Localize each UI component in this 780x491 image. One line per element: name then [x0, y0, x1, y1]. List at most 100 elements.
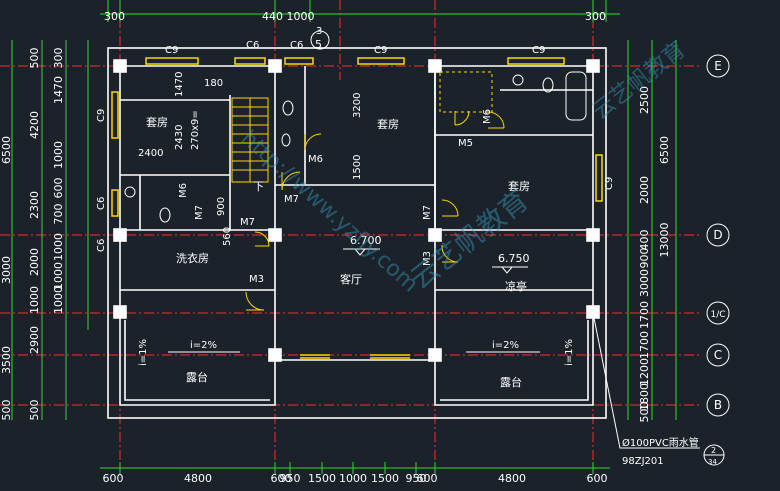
stair-treads	[232, 98, 268, 182]
slope-right-terrace: i=2%	[492, 340, 519, 351]
bottom-dim-2: 600	[271, 472, 292, 485]
watermark: http://www.yzfjy.com 云艺帆教育 云艺帆教育	[236, 37, 690, 297]
left-dim-inner-2: 1000	[52, 141, 65, 169]
window-labels: C9 C6 C6 C9 C9 C9 C6 C6 C9	[96, 40, 615, 252]
label-door-m7-3: M7	[284, 194, 299, 205]
window-top-3	[284, 57, 314, 65]
label-door-m7-4: M7	[422, 205, 433, 220]
bottom-dim-5: 1000	[339, 472, 367, 485]
axis-bubble-c	[706, 343, 730, 367]
bottom-dim-8: 600	[417, 472, 438, 485]
bottom-dim-0: 600	[103, 472, 124, 485]
right-dim-mid-6: 1700	[638, 301, 651, 329]
room-living: 客厅	[340, 272, 362, 286]
window-top-1	[145, 57, 199, 65]
right-dim-mid-8: 1200	[638, 358, 651, 386]
column-5	[113, 228, 127, 242]
axis-label-e: E	[714, 59, 722, 73]
bottom-dim-3: 950	[280, 472, 301, 485]
drain-note: Ø100PVC雨水管 98ZJ201 2 34	[593, 317, 725, 467]
dim-2400: 2400	[138, 148, 163, 159]
dim-3200: 3200	[352, 93, 363, 118]
left-dim-inner-3: 600	[52, 178, 65, 199]
window-living-bottom	[300, 354, 410, 359]
column-3	[428, 59, 442, 73]
label-door-m6-bath2: M6	[308, 154, 323, 165]
dim-2430: 2430	[174, 125, 185, 150]
dim-560: 560	[222, 227, 233, 246]
left-dim-outer-1: 3000	[0, 256, 13, 284]
label-window-c9-top-right: C9	[532, 45, 545, 56]
right-dim-mid-0: 2500	[638, 86, 651, 114]
door-m7-right-2	[441, 244, 459, 263]
top-dim-300-left: 300	[104, 10, 125, 23]
right-dim-mid-5: 3000	[638, 269, 651, 297]
bottom-dim-1: 4800	[184, 472, 212, 485]
left-dim-mid-3: 2000	[28, 248, 41, 276]
axis-label-half-c: 1/C	[710, 310, 725, 320]
window-top-4	[357, 57, 405, 65]
label-door-m7-2: M7	[240, 217, 255, 228]
dim-900: 900	[216, 197, 227, 216]
door-m7-laundry	[254, 231, 270, 247]
dim-270x9: 270x9=	[190, 110, 201, 150]
left-dim-mid-4: 1000	[28, 286, 41, 314]
label-window-c9-left: C9	[96, 109, 107, 122]
label-window-c6-left-1: C6	[96, 197, 107, 210]
left-dim-mid-6: 500	[28, 400, 41, 421]
toilet-3	[281, 133, 291, 147]
outer-wall	[107, 47, 607, 419]
walls	[107, 47, 607, 419]
axis-bubbles-right	[706, 54, 730, 417]
left-dim-mid-2: 2300	[28, 191, 41, 219]
room-bedroom-2: 套房	[377, 118, 399, 131]
window-left-2	[111, 189, 119, 217]
top-dim-300-right: 300	[585, 10, 606, 23]
door-m5	[454, 110, 470, 126]
column-1	[113, 59, 127, 73]
label-window-c9-right: C9	[604, 177, 615, 190]
level-pavilion-symbol	[492, 266, 528, 274]
stair-down-label: 下	[253, 180, 264, 193]
top-dim-440-1000: 440 1000	[262, 10, 315, 23]
room-labels: 套房 套房 套房 洗衣房 客厅 凉亭 露台 露台 下	[146, 116, 530, 389]
label-door-m5: M5	[458, 138, 473, 149]
fixtures	[124, 71, 587, 223]
axis-label-d: D	[713, 228, 722, 242]
column-12	[586, 305, 600, 319]
drain-ref-text: 98ZJ201	[622, 456, 664, 467]
toilet-4	[542, 77, 554, 93]
basin-2	[512, 74, 524, 86]
main-wall	[119, 65, 594, 406]
label-door-m7-1: M7	[194, 205, 205, 220]
dim-1470: 1470	[174, 72, 185, 97]
slope-left-vertical: i=1%	[138, 339, 149, 366]
window-left-1	[111, 91, 119, 139]
level-living: 6.700	[350, 234, 382, 247]
left-dim-outer-2: 3500	[0, 346, 13, 374]
axis-bubble-5-circle	[310, 30, 330, 50]
room-terrace-right: 露台	[500, 375, 522, 389]
column-4	[586, 59, 600, 73]
bottom-dim-6: 1500	[371, 472, 399, 485]
left-dim-outer-3: 500	[0, 400, 13, 421]
toilet-2	[282, 100, 294, 116]
axis-bubble-5: 3 5	[310, 26, 330, 51]
dim-1500: 1500	[352, 155, 363, 180]
window-right-1	[595, 154, 603, 202]
column-10	[268, 348, 282, 362]
label-door-m3-living: M3	[422, 251, 433, 266]
bottom-dim-7: 950	[406, 472, 427, 485]
room-bedroom-3: 套房	[508, 180, 530, 193]
right-dim-mid-7: 1700	[638, 331, 651, 359]
room-pavilion: 凉亭	[505, 279, 527, 293]
axis-bubble-d	[706, 223, 730, 247]
right-dim-mid-4: 900	[638, 248, 651, 269]
slope-left-terrace: i=2%	[190, 340, 217, 351]
column-8	[586, 228, 600, 242]
staircase	[231, 97, 269, 183]
level-living-symbol	[343, 248, 380, 256]
bottom-dim-4: 1500	[308, 472, 336, 485]
inner-walls	[120, 66, 593, 291]
